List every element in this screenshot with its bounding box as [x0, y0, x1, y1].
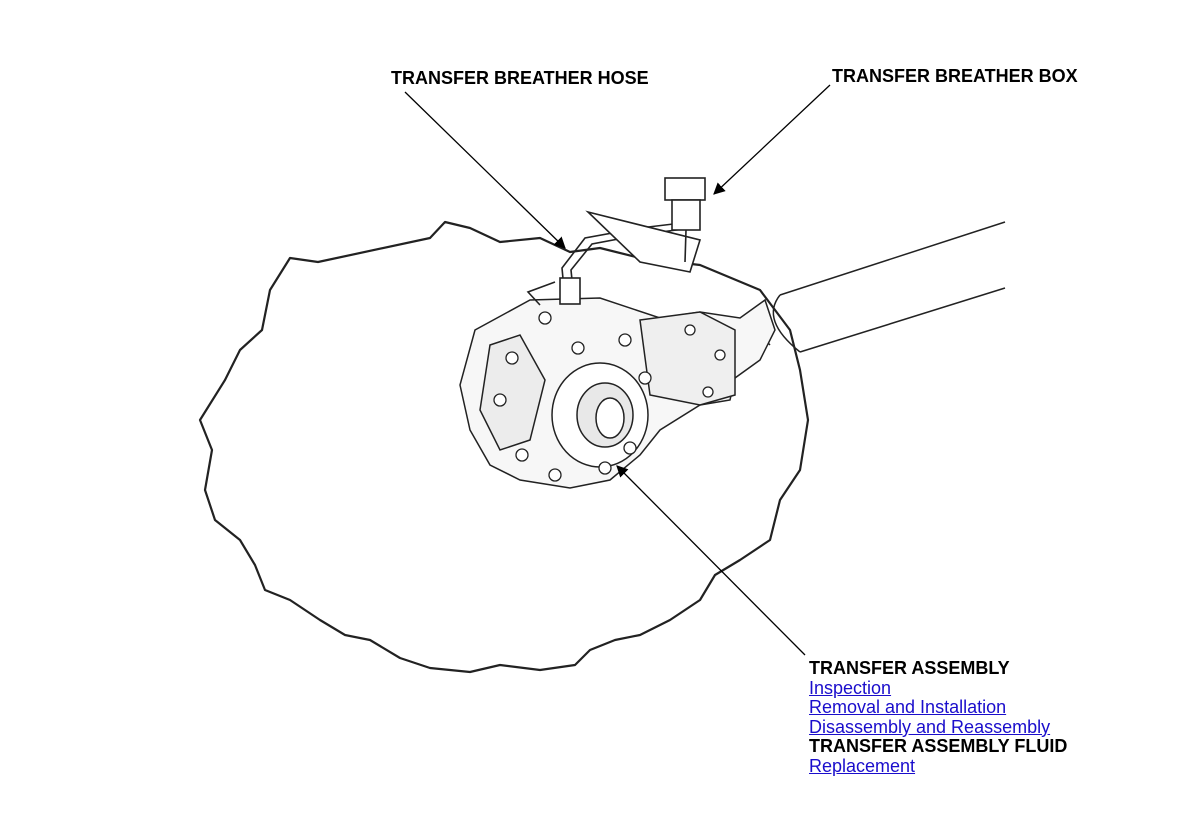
- transfer-breather-box: [664, 177, 706, 263]
- inspection-link[interactable]: Inspection: [809, 677, 892, 698]
- transfer-assembly-links: TRANSFER ASSEMBLY Inspection Removal and…: [809, 658, 1068, 777]
- transfer-breather-hose: [526, 210, 702, 306]
- transfer-breather-hose-label: TRANSFER BREATHER HOSE: [391, 68, 649, 88]
- breather-box-leader: [713, 84, 831, 195]
- breather-hose-leader: [404, 91, 566, 249]
- transfer-assembly-fluid-heading: TRANSFER ASSEMBLY FLUID: [809, 736, 1068, 757]
- housing-bolts: [493, 311, 726, 482]
- disassembly-and-reassembly-link[interactable]: Disassembly and Reassembly: [809, 716, 1051, 737]
- transfer-assembly-leader: [616, 465, 806, 656]
- transfer-breather-box-label: TRANSFER BREATHER BOX: [832, 66, 1078, 86]
- replacement-link[interactable]: Replacement: [809, 755, 916, 776]
- transfer-assembly-housing: [459, 297, 776, 489]
- removal-and-installation-link[interactable]: Removal and Installation: [809, 697, 1007, 718]
- transfer-assembly-heading: TRANSFER ASSEMBLY: [809, 658, 1010, 678]
- propeller-shaft: [755, 221, 1006, 353]
